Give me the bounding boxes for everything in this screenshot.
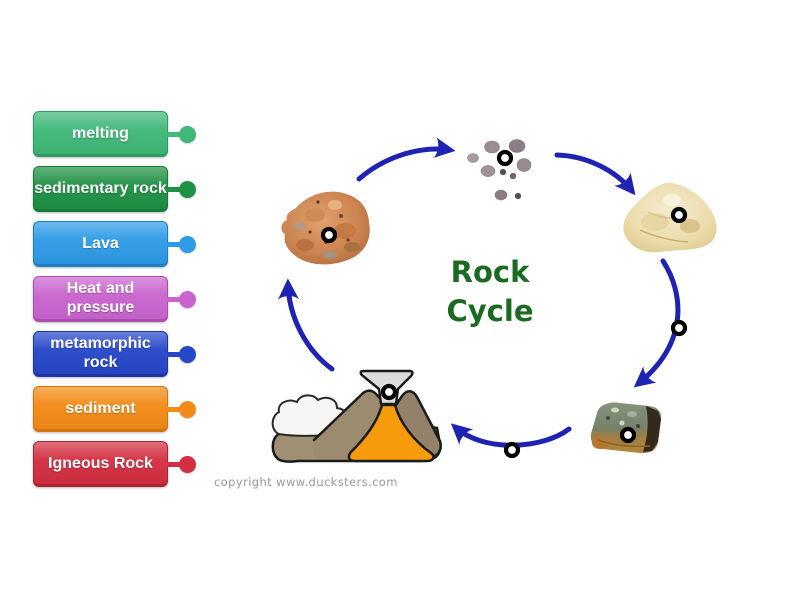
label-row-lava: Lava [33, 221, 197, 267]
hotspot-bottom-right-rock[interactable] [619, 426, 637, 444]
label-row-melting: melting [33, 111, 197, 157]
label-pin[interactable] [167, 400, 197, 418]
pin-knob-icon [179, 235, 196, 253]
hotspot-top-left-rock[interactable] [320, 226, 338, 244]
arrow-sediment-to-tan-rock [554, 152, 636, 196]
label-chip-igneous-rock[interactable]: Igneous Rock [33, 441, 168, 487]
pin-stick-icon [167, 296, 181, 302]
pin-knob-icon [179, 345, 196, 363]
rock-tan-image [623, 182, 717, 253]
label-row-metamorphic-rock: metamorphic rock [33, 331, 197, 377]
volcano-image [271, 369, 442, 463]
hotspot-volcano[interactable] [380, 383, 398, 401]
label-chip-sedimentary-rock[interactable]: sedimentary rock [33, 166, 168, 212]
label-chip-melting[interactable]: melting [33, 111, 168, 157]
arrow-red-rock-to-sediment [356, 137, 456, 182]
arrow-tan-rock-to-dark-rock [633, 258, 681, 388]
pin-stick-icon [167, 351, 181, 357]
pin-stick-icon [167, 461, 181, 467]
pin-knob-icon [179, 180, 196, 198]
label-text: Heat and pressure [66, 280, 135, 316]
pin-stick-icon [167, 241, 181, 247]
label-row-heat-and-pressure: Heat and pressure [33, 276, 197, 322]
pin-stick-icon [167, 406, 181, 412]
label-pin[interactable] [167, 235, 197, 253]
pin-stick-icon [167, 131, 181, 137]
label-bank: melting sedimentary rock Lava Heat and p… [33, 111, 197, 487]
hotspot-sediment-dots[interactable] [496, 149, 514, 167]
hotspot-markers [320, 149, 688, 459]
diagram-title-line1: Rock [451, 255, 530, 289]
label-text: Lava [82, 234, 119, 252]
pin-knob-icon [179, 290, 196, 308]
arrow-volcano-to-red-rock [277, 278, 335, 372]
diagram-title-line2: Cycle [447, 294, 534, 328]
label-pin[interactable] [167, 125, 197, 143]
copyright-caption: copyright www.ducksters.com [214, 475, 398, 489]
label-row-igneous-rock: Igneous Rock [33, 441, 197, 487]
pin-knob-icon [179, 400, 196, 418]
sediment-dots-image [467, 139, 532, 201]
label-text: metamorphic rock [50, 335, 151, 371]
label-text: melting [72, 124, 129, 142]
label-chip-sediment[interactable]: sediment [33, 386, 168, 432]
pin-stick-icon [167, 186, 181, 192]
label-pin[interactable] [167, 290, 197, 308]
pin-knob-icon [179, 455, 196, 473]
label-row-sedimentary-rock: sedimentary rock [33, 166, 197, 212]
label-text: Igneous Rock [48, 454, 153, 472]
label-chip-metamorphic-rock[interactable]: metamorphic rock [33, 331, 168, 377]
pin-knob-icon [179, 125, 196, 143]
label-row-sediment: sediment [33, 386, 197, 432]
label-chip-heat-and-pressure[interactable]: Heat and pressure [33, 276, 168, 322]
label-pin[interactable] [167, 455, 197, 473]
label-pin[interactable] [167, 180, 197, 198]
label-text: sediment [65, 399, 136, 417]
label-text: sedimentary rock [34, 179, 167, 197]
hotspot-right-rock[interactable] [670, 206, 688, 224]
label-chip-lava[interactable]: Lava [33, 221, 168, 267]
hotspot-right-arrow[interactable] [670, 319, 688, 337]
label-pin[interactable] [167, 345, 197, 363]
hotspot-bottom-arrow[interactable] [503, 441, 521, 459]
